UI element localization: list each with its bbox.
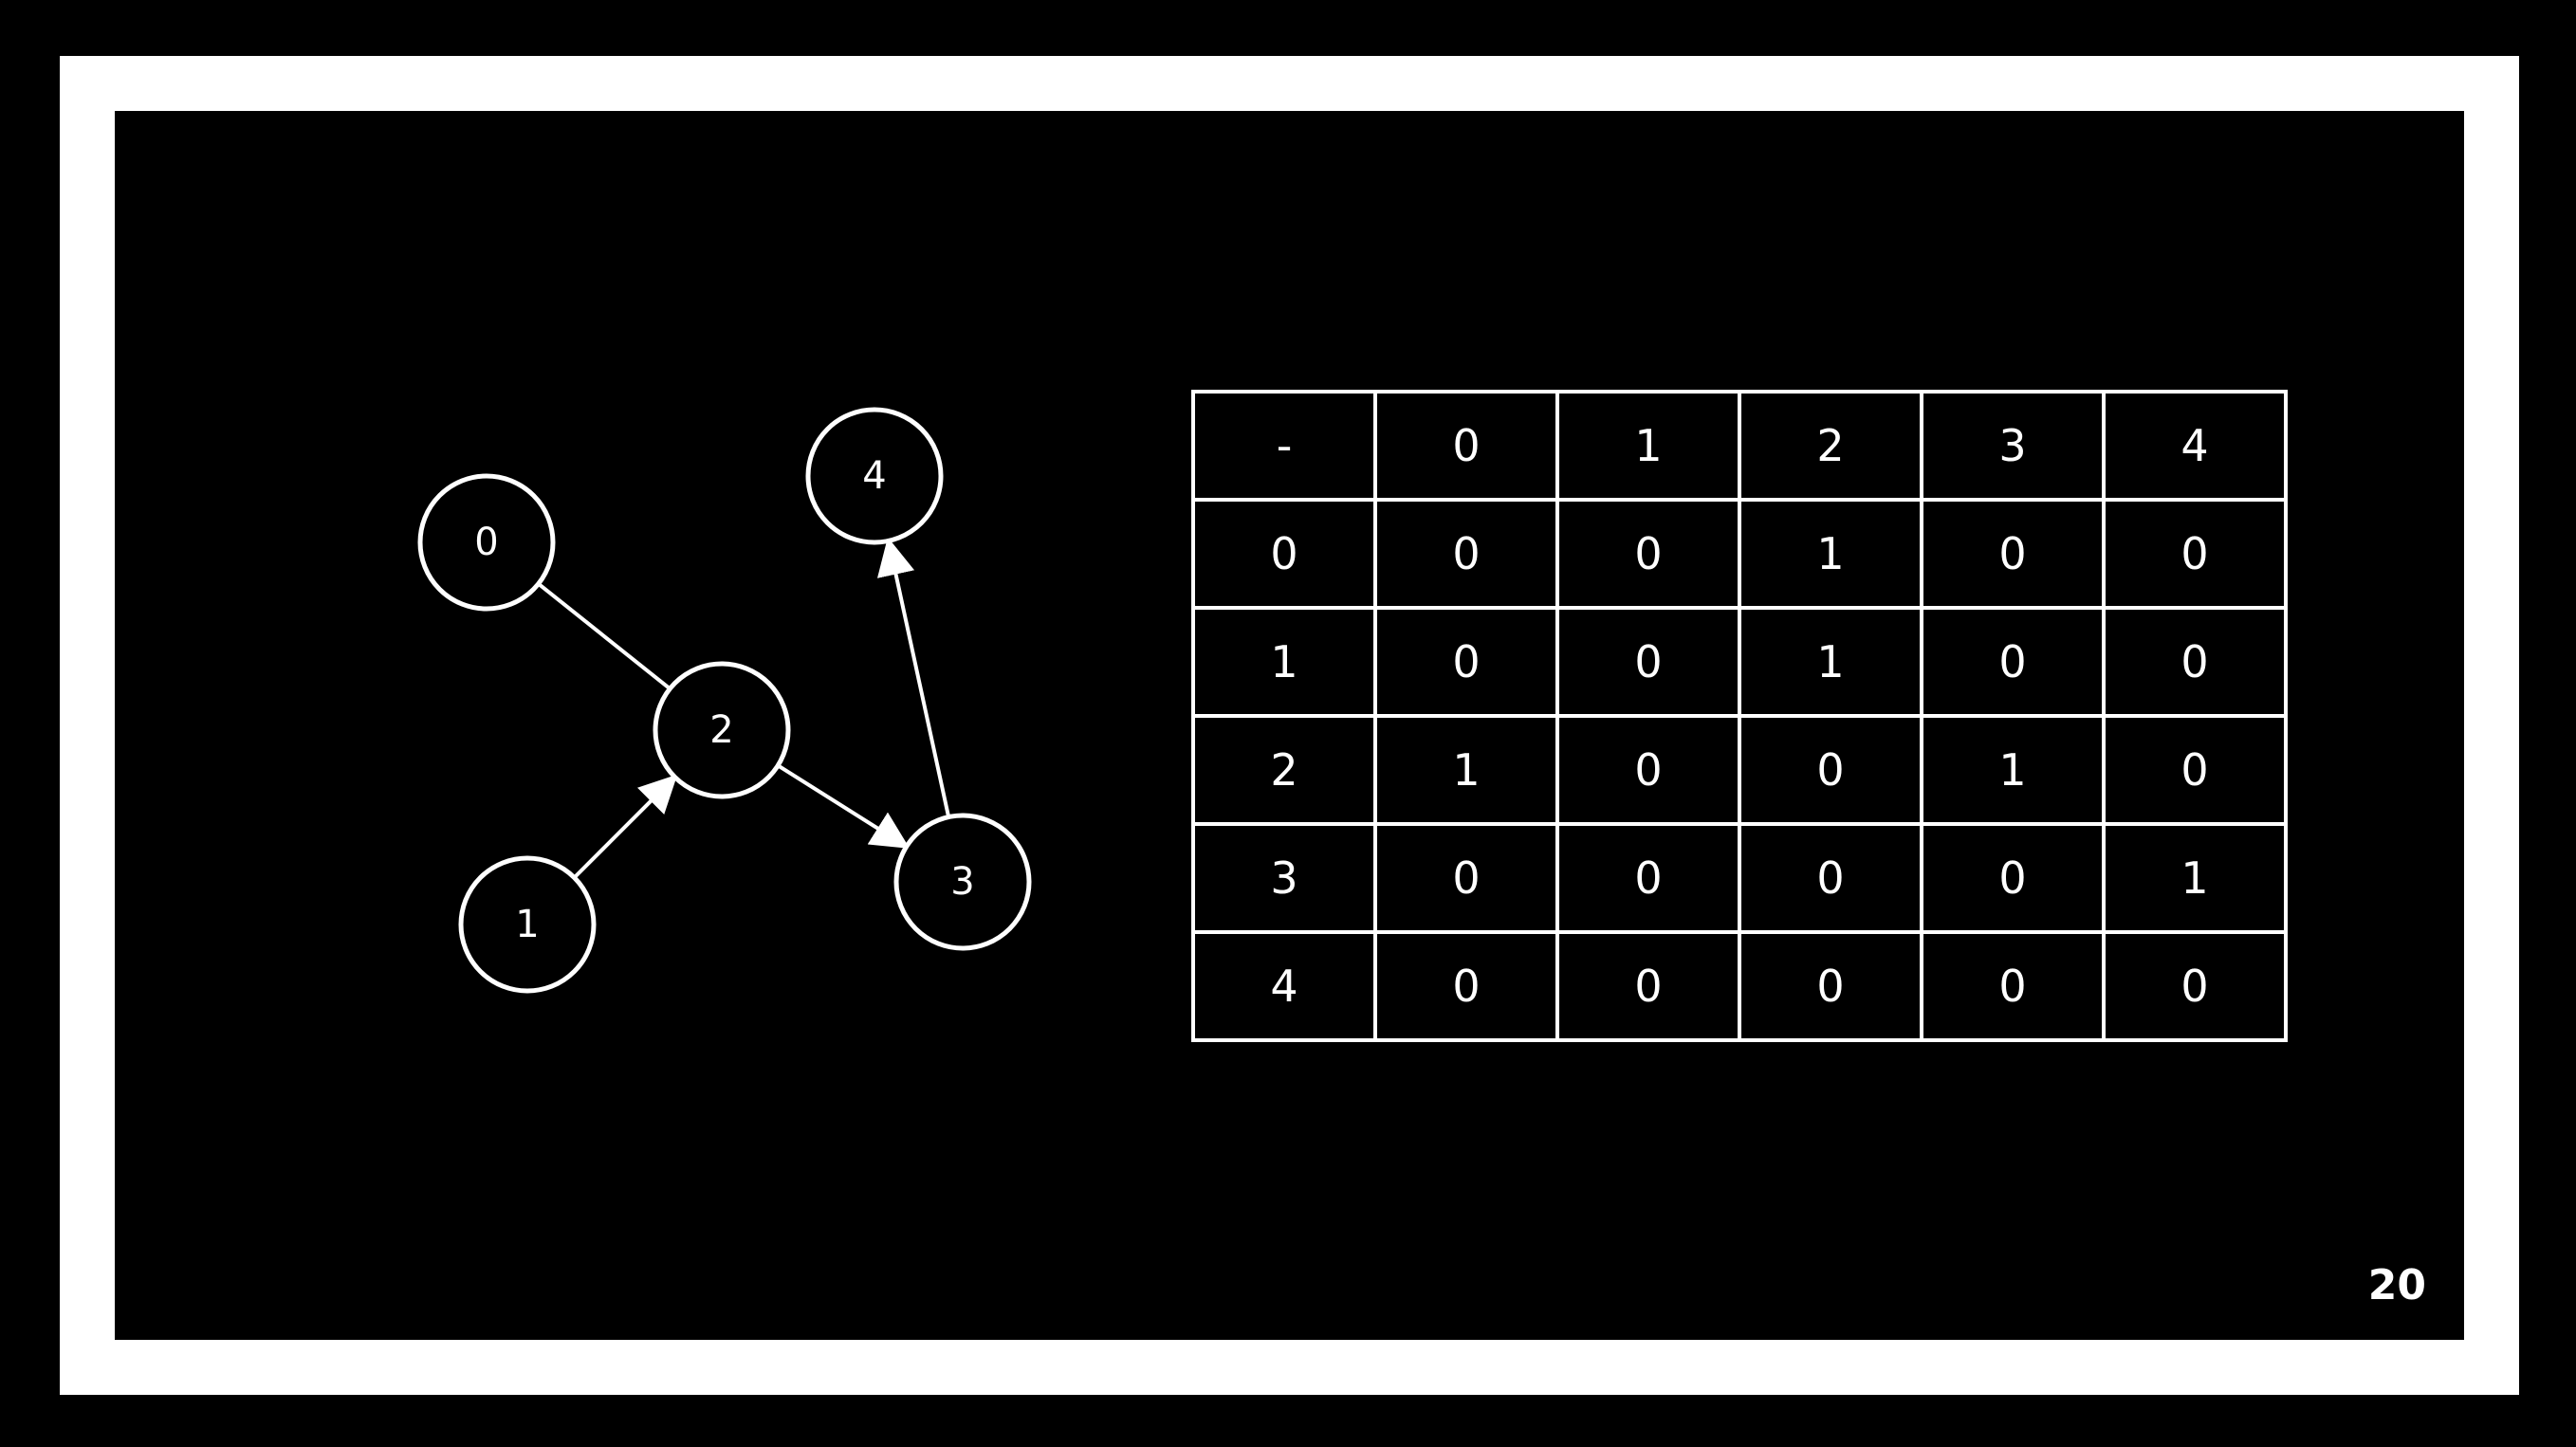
matrix-row-label: 2 (1191, 714, 1377, 826)
matrix-header-cell: - (1191, 390, 1377, 502)
node-label: 3 (950, 860, 974, 904)
node-circle (805, 407, 944, 545)
node-label: 0 (474, 521, 498, 564)
matrix-cell: 0 (1555, 930, 1741, 1042)
matrix-header-cell: 2 (1738, 390, 1923, 502)
matrix-cell: 0 (1920, 606, 2106, 718)
matrix-cell: 0 (1738, 822, 1923, 934)
node-label: 1 (515, 903, 539, 946)
matrix-cell: 1 (2102, 822, 2288, 934)
node-circle (893, 813, 1032, 951)
edge-0-2 (537, 582, 672, 690)
matrix-cell: 0 (1555, 606, 1741, 718)
edge-1-2 (573, 774, 678, 879)
matrix-header-cell: 4 (2102, 390, 2288, 502)
matrix-row-label: 4 (1191, 930, 1377, 1042)
matrix-cell: 0 (2102, 606, 2288, 718)
matrix-cell: 0 (1738, 714, 1923, 826)
matrix-row-label: 3 (1191, 822, 1377, 934)
matrix-header-cell: 0 (1373, 390, 1559, 502)
matrix-cell: 0 (2102, 930, 2288, 1042)
matrix-cell: 0 (1555, 714, 1741, 826)
matrix-cell: 0 (2102, 714, 2288, 826)
matrix-cell: 0 (1373, 822, 1559, 934)
graph-node-2: 2 (653, 661, 791, 799)
node-circle (417, 473, 556, 612)
matrix-header-cell: 1 (1555, 390, 1741, 502)
matrix-cell: 0 (2102, 498, 2288, 610)
node-label: 4 (862, 454, 886, 498)
matrix-cell: 1 (1738, 606, 1923, 718)
matrix-cell: 0 (1920, 822, 2106, 934)
matrix-row-label: 1 (1191, 606, 1377, 718)
edge-2-3 (777, 763, 911, 849)
matrix-cell: 0 (1920, 930, 2106, 1042)
matrix-header-cell: 3 (1920, 390, 2106, 502)
matrix-cell: 0 (1373, 606, 1559, 718)
page-number: 20 (2367, 1261, 2426, 1310)
node-circle (458, 855, 597, 994)
matrix-cell: 0 (1555, 498, 1741, 610)
matrix-cell: 0 (1920, 498, 2106, 610)
graph-node-3: 3 (893, 813, 1032, 951)
matrix-cell: 1 (1373, 714, 1559, 826)
matrix-cell: 0 (1373, 930, 1559, 1042)
matrix-cell: 1 (1738, 498, 1923, 610)
graph-node-0: 0 (417, 473, 556, 612)
edge-3-4 (876, 537, 951, 818)
node-circle (653, 661, 791, 799)
matrix-cell: 1 (1920, 714, 2106, 826)
matrix-cell: 0 (1373, 498, 1559, 610)
graph-node-1: 1 (458, 855, 597, 994)
node-label: 2 (709, 708, 733, 752)
matrix-row-label: 0 (1191, 498, 1377, 610)
graph-node-4: 4 (805, 407, 944, 545)
matrix-cell: 0 (1738, 930, 1923, 1042)
matrix-cell: 0 (1555, 822, 1741, 934)
